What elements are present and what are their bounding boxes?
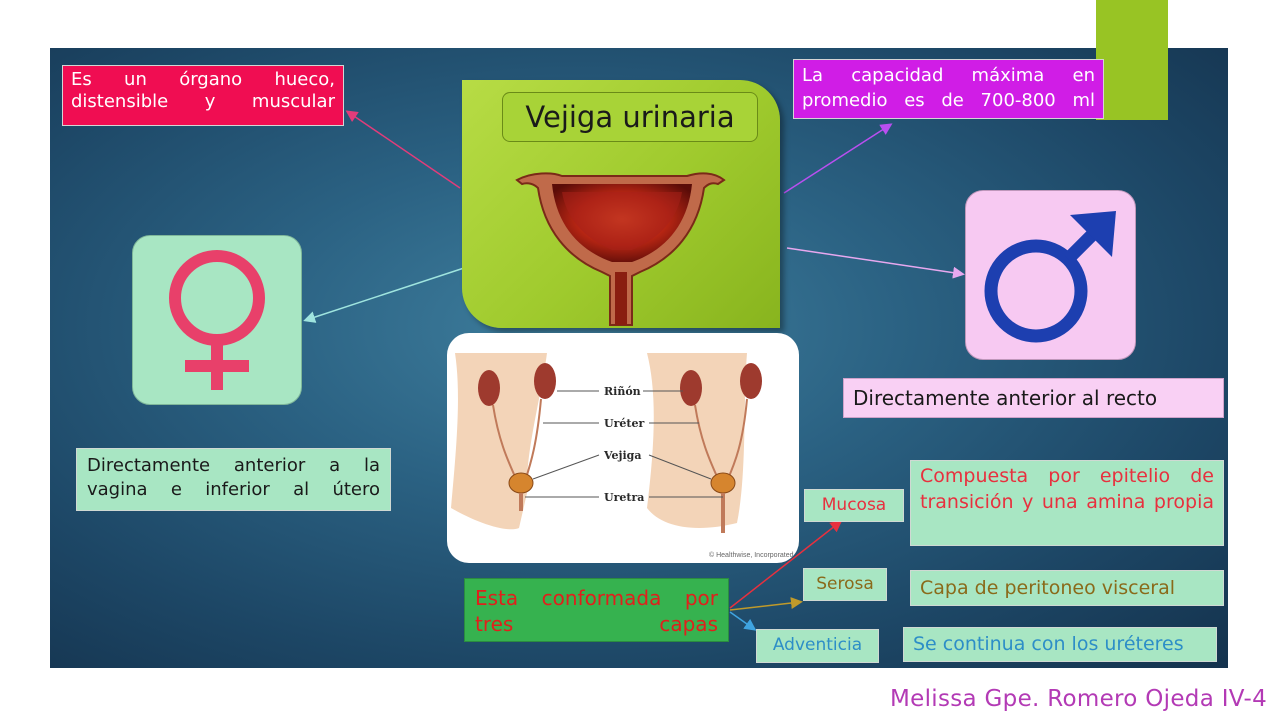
label-bladder: Vejiga bbox=[603, 449, 642, 462]
anatomy-figure: Riñón Uréter Vejiga Uretra © Healthwise,… bbox=[447, 333, 799, 563]
label-urethra: Uretra bbox=[604, 491, 644, 504]
layers-box: Esta conformada por tres capas bbox=[464, 578, 729, 642]
layer-desc-adventicia: Se continua con los uréteres bbox=[903, 627, 1217, 662]
arrow-to-female-card bbox=[303, 267, 465, 323]
page-title: Vejiga urinaria bbox=[502, 92, 758, 142]
layer-label-serosa: Serosa bbox=[803, 568, 887, 601]
figure-credit: © Healthwise, Incorporated bbox=[709, 551, 794, 559]
layer-desc-mucosa: Compuesta por epitelio de transición y u… bbox=[910, 460, 1224, 546]
bladder-illustration bbox=[515, 172, 726, 326]
author-credit: Melissa Gpe. Romero Ojeda IV-4 bbox=[890, 686, 1267, 712]
arrow-to-serosa bbox=[729, 597, 803, 611]
arrow-to-mucosa bbox=[729, 520, 843, 609]
layer-desc-serosa: Capa de peritoneo visceral bbox=[910, 570, 1224, 606]
female-card bbox=[132, 235, 302, 405]
arrow-to-male-card bbox=[786, 247, 965, 279]
male-card bbox=[965, 190, 1136, 360]
layer-label-mucosa: Mucosa bbox=[804, 489, 904, 522]
male-symbol-icon bbox=[984, 211, 1116, 343]
capacity-box: La capacidad máxima en promedio es de 70… bbox=[793, 59, 1104, 119]
arrow-to-organ-box bbox=[345, 110, 461, 189]
label-kidney: Riñón bbox=[604, 385, 641, 398]
male-position-box: Directamente anterior al recto bbox=[843, 378, 1224, 418]
female-position-box: Directamente anterior a la vagina e infe… bbox=[76, 448, 391, 511]
female-symbol-icon bbox=[169, 250, 265, 390]
arrow-to-adventicia bbox=[729, 611, 757, 631]
urinary-system-figure: Riñón Uréter Vejiga Uretra © Healthwise,… bbox=[451, 353, 794, 559]
green-accent-tab bbox=[1096, 0, 1168, 120]
arrow-to-capacity-box bbox=[783, 123, 893, 194]
label-ureter: Uréter bbox=[604, 417, 644, 430]
layer-label-adventicia: Adventicia bbox=[756, 629, 879, 663]
organ-description-box: Es un órgano hueco, distensible y muscul… bbox=[62, 65, 344, 126]
